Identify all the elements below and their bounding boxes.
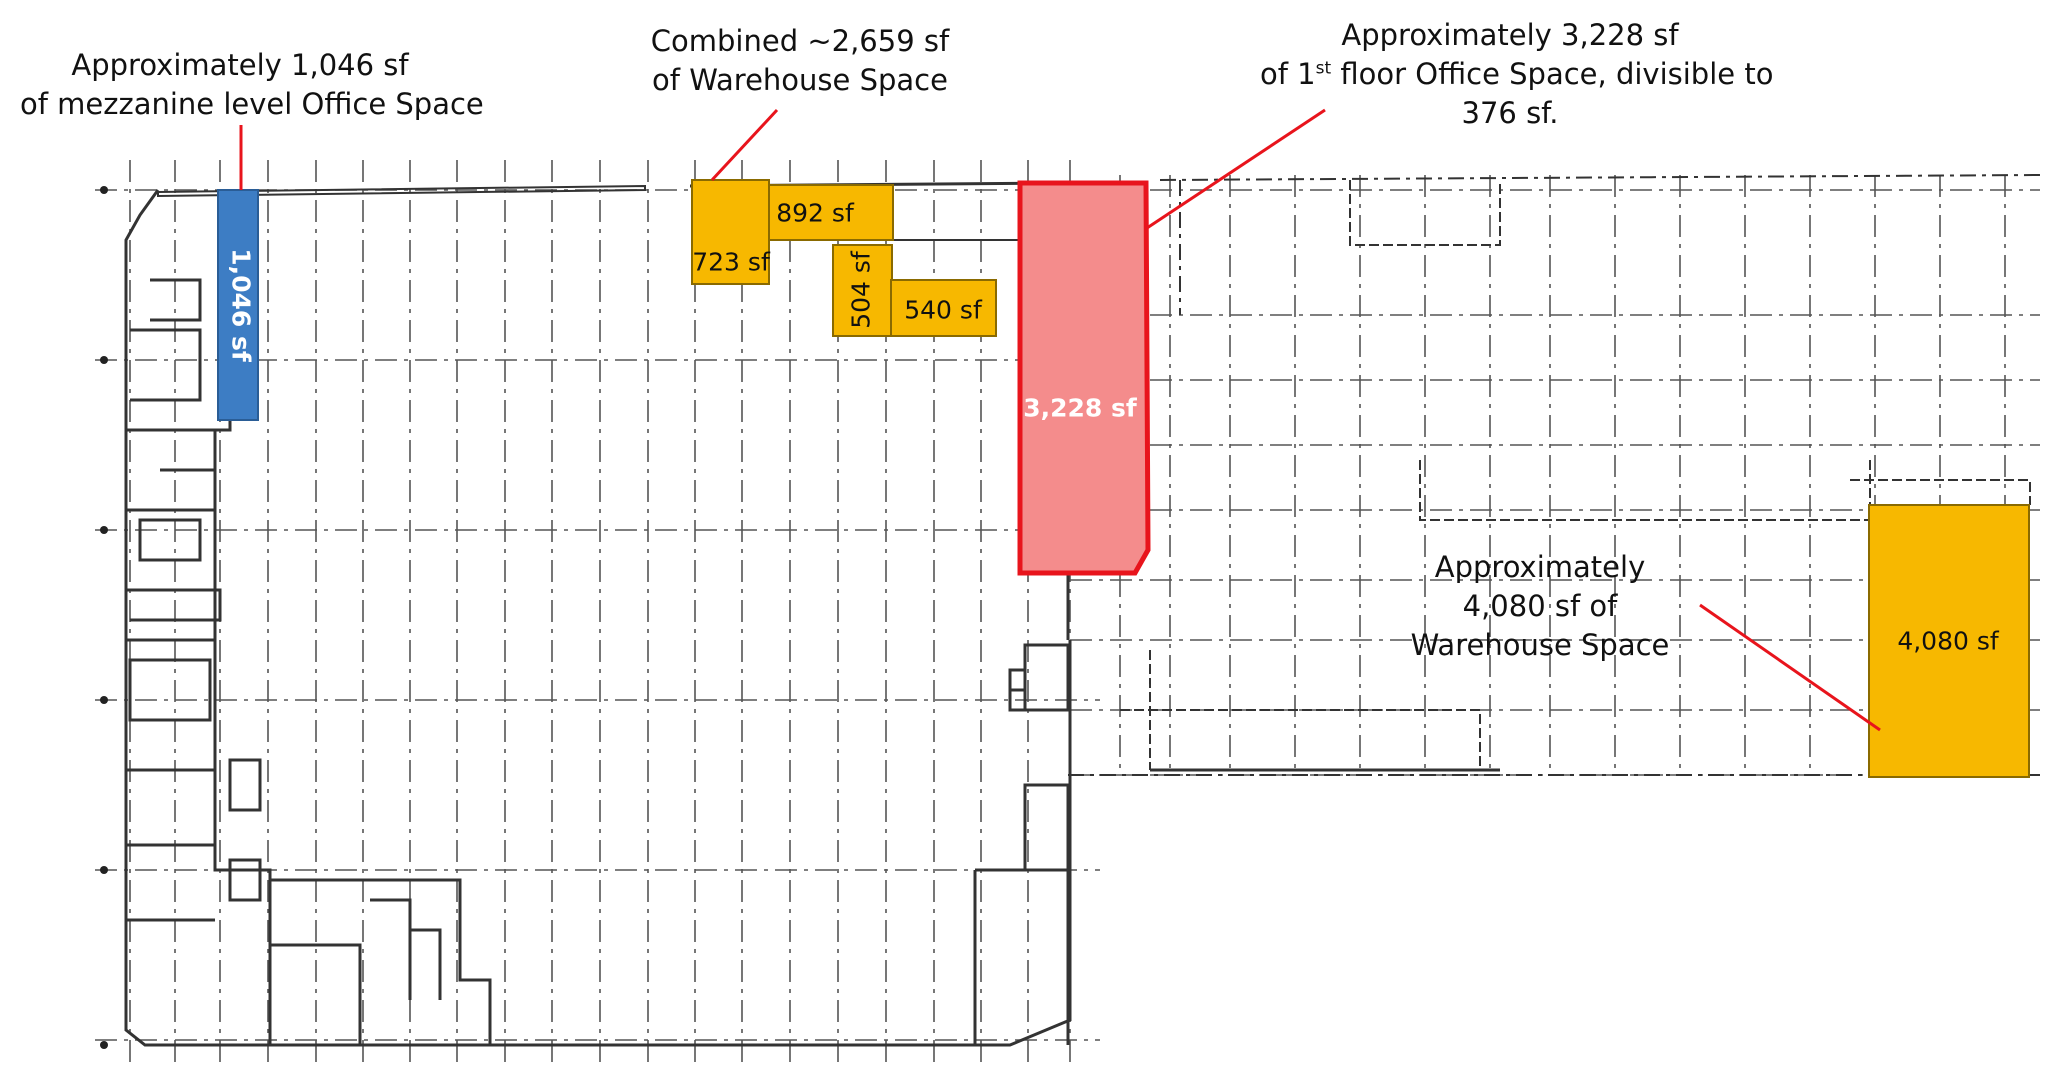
zone-warehouse-723[interactable]: [691, 179, 770, 285]
leader-line-combined-warehouse: [710, 108, 779, 182]
zone-label-504: 504 sf: [846, 251, 876, 329]
zone-label-mezzanine: 1,046 sf: [226, 248, 256, 362]
grid-bubble: [100, 866, 108, 874]
space-zones: [217, 179, 2030, 778]
callout-mezzanine-line1: Approximately 1,046 sf: [71, 48, 409, 82]
grid-bubble: [100, 696, 108, 704]
callout-combined-line2: of Warehouse Space: [652, 63, 948, 97]
leader-line-east-warehouse: [1699, 603, 1881, 732]
zone-mezzanine-office[interactable]: [217, 189, 259, 421]
grid-bubble: [100, 1041, 108, 1049]
zone-warehouse-504[interactable]: [832, 244, 893, 337]
zone-label-4080: 4,080 sf: [1897, 626, 1999, 656]
callout-office-line2-sup: st: [1315, 58, 1332, 79]
callout-office-line2-pre: of 1: [1260, 57, 1316, 91]
grid-bubble: [100, 186, 108, 194]
leader-line-first-floor-office: [1146, 108, 1326, 230]
zone-label-540: 540 sf: [904, 295, 982, 325]
callout-office-line3: 376 sf.: [1461, 96, 1559, 130]
callout-combined-warehouse: Combined ~2,659 sf of Warehouse Space: [640, 22, 960, 100]
callout-east-warehouse: Approximately 4,080 sf of Warehouse Spac…: [1390, 548, 1690, 665]
callout-mezzanine-line2: of mezzanine level Office Space: [20, 87, 484, 121]
callout-combined-line1: Combined ~2,659 sf: [650, 24, 950, 58]
callout-east-line3: Warehouse Space: [1410, 628, 1670, 662]
callout-east-line1: Approximately: [1434, 550, 1646, 584]
grid-bubble: [100, 356, 108, 364]
grid-bubble: [100, 526, 108, 534]
callout-office-line2-post: floor Office Space, divisible to: [1331, 57, 1774, 91]
zone-first-floor-office[interactable]: [1017, 180, 1151, 576]
zone-label-723: 723 sf: [692, 247, 770, 277]
callout-office-line1: Approximately 3,228 sf: [1341, 18, 1679, 52]
zone-warehouse-540[interactable]: [890, 279, 997, 337]
callout-office-line2: of 1st floor Office Space, divisible to: [1260, 55, 1773, 94]
zone-east-warehouse[interactable]: [1868, 504, 2030, 778]
zone-label-892: 892 sf: [776, 198, 854, 228]
callout-east-line2: 4,080 sf of: [1462, 589, 1618, 623]
zone-label-3228: 3,228 sf: [1023, 393, 1137, 423]
leader-lines: [239, 108, 1881, 732]
callout-first-floor-office: Approximately 3,228 sf of 1st floor Offi…: [1260, 16, 1773, 133]
callout-mezzanine-office: Approximately 1,046 sf of mezzanine leve…: [20, 46, 484, 124]
